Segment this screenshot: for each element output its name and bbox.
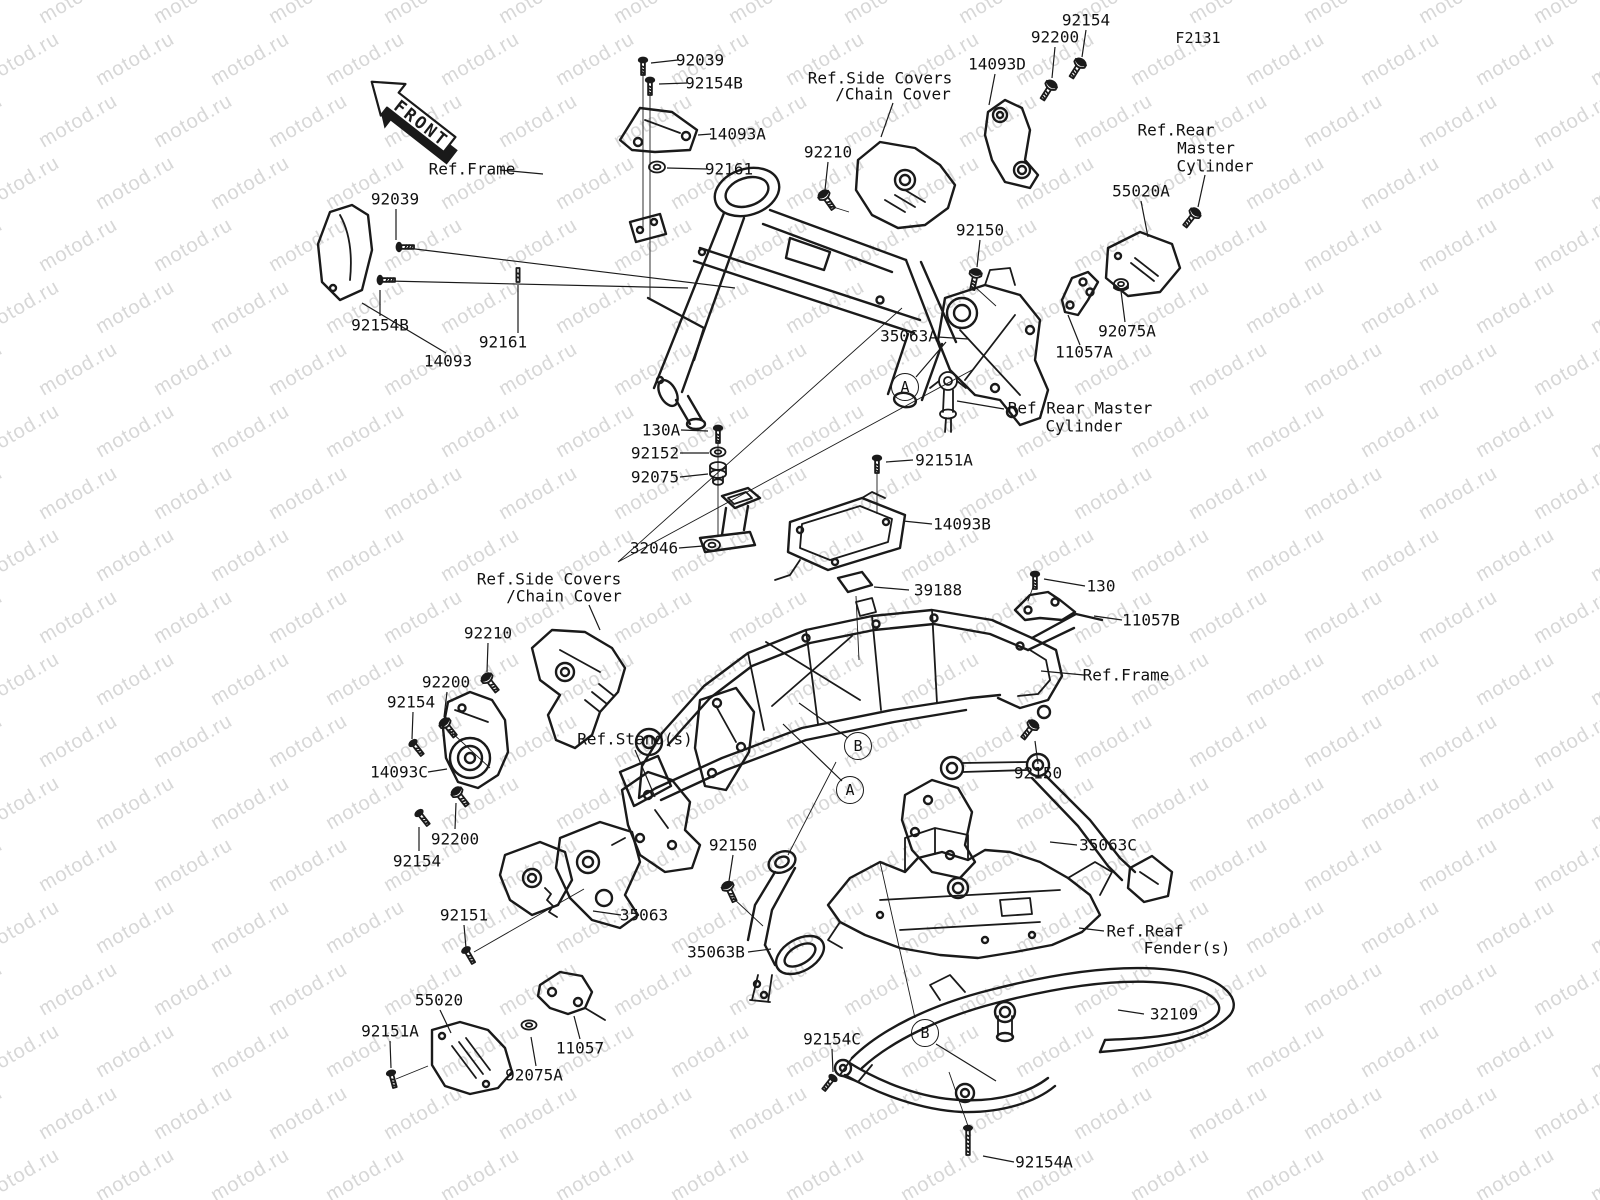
part-number-label: 130A	[641, 420, 681, 440]
front-arrow: FRONT	[354, 67, 458, 165]
reference-label: Ref.Frame	[428, 159, 516, 179]
callout-circle-a: A	[836, 776, 864, 804]
frame-top-left-sketch	[630, 160, 956, 429]
guard-55020a-sketch	[1106, 232, 1180, 296]
part-number-label: 92151A	[361, 1021, 419, 1041]
part-number-label: 92151A	[915, 450, 973, 470]
part-number-label: 92154B	[685, 73, 743, 93]
reference-label: Ref.Stand(s)	[577, 729, 693, 749]
part-number-label: 130	[1086, 576, 1116, 596]
reference-label: Ref.Rear	[1137, 120, 1215, 140]
part-number-label: 92075	[630, 467, 680, 487]
part-number-label: 14093	[423, 351, 473, 371]
reference-label: Master	[1177, 138, 1235, 158]
reference-label: /Chain Cover	[835, 84, 951, 104]
grab-bar-32109-sketch	[840, 968, 1234, 1082]
part-number-label: 92154B	[351, 315, 409, 335]
master-cylinder-35063a-sketch	[938, 268, 1048, 425]
part-number-label: 92150	[708, 835, 758, 855]
part-number-label: 35063	[619, 905, 669, 925]
part-number-label: 92075A	[1098, 321, 1156, 341]
stay-sketch	[835, 1060, 1055, 1112]
part-number-label: 92039	[370, 189, 420, 209]
part-number-label: 92210	[463, 623, 513, 643]
part-number-label: 92150	[955, 220, 1005, 240]
reference-label: Ref.Rear Master	[1007, 398, 1153, 418]
part-number-label: 11057A	[1055, 342, 1113, 362]
reference-label: /Chain Cover	[506, 586, 622, 606]
part-number-label: 92161	[704, 159, 754, 179]
reference-label: Fender(s)	[1143, 938, 1231, 958]
reference-label: Ref.Side Covers	[807, 68, 953, 88]
part-number-label: 92200	[1030, 27, 1080, 47]
part-number-label: 92154	[386, 692, 436, 712]
part-number-label: 35063B	[687, 942, 745, 962]
reference-label: Ref.Side Covers	[476, 569, 622, 589]
guard-55020-sketch	[432, 1022, 512, 1094]
bracket-14093d-sketch	[985, 100, 1038, 188]
chain-cover-mid-sketch	[532, 630, 625, 748]
part-number-label: 92200	[421, 672, 471, 692]
lever-35063-sketch	[500, 822, 640, 928]
reference-label: Cylinder	[1176, 156, 1254, 176]
pedal-35063b-sketch	[748, 847, 831, 1002]
part-number-label: 14093D	[968, 54, 1026, 74]
rear-fender-sketch	[828, 828, 1112, 958]
part-number-label: 92154C	[803, 1029, 861, 1049]
sheet-code: F2131	[1175, 29, 1221, 47]
part-number-label: 92154A	[1015, 1152, 1073, 1172]
part-number-label: 35063A	[880, 326, 938, 346]
cover-14093c-sketch	[443, 692, 508, 788]
part-number-label: 35063C	[1079, 835, 1137, 855]
callout-circle-b: B	[844, 732, 872, 760]
part-number-label: 11057	[555, 1038, 605, 1058]
bracket-11057-sketch	[538, 972, 605, 1020]
cover-14093-sketch	[318, 205, 372, 300]
part-number-label: 92039	[675, 50, 725, 70]
part-number-label: 55020	[414, 990, 464, 1010]
reference-label: Cylinder	[1045, 416, 1123, 436]
part-number-label: 92200	[430, 829, 480, 849]
pad-39188-sketch	[838, 572, 872, 592]
part-number-label: 92150	[1013, 763, 1063, 783]
callout-circle-b: B	[911, 1019, 939, 1047]
part-number-label: 11057B	[1122, 610, 1180, 630]
part-number-label: 92154	[392, 851, 442, 871]
leader-lines	[362, 30, 1205, 1162]
part-number-label: 92152	[630, 443, 680, 463]
main-frame-sketch	[620, 598, 1102, 806]
reference-label: Ref.Reaf	[1106, 921, 1184, 941]
damper-bracket-32046-sketch	[700, 488, 760, 552]
strap-11057a-sketch	[1062, 272, 1098, 315]
part-number-label: 14093C	[370, 762, 428, 782]
part-number-label: 92161	[478, 332, 528, 352]
part-number-label: 92210	[803, 142, 853, 162]
part-number-label: 92151	[439, 905, 489, 925]
part-number-label: 32046	[629, 538, 679, 558]
tray-14093b-sketch	[775, 492, 905, 580]
part-number-label: 55020A	[1112, 181, 1170, 201]
bracket-14093a-sketch	[620, 108, 697, 152]
part-number-label: 14093A	[708, 124, 766, 144]
part-number-label: 92075A	[505, 1065, 563, 1085]
part-number-label: 32109	[1149, 1004, 1199, 1024]
part-number-label: 14093B	[933, 514, 991, 534]
reference-label: Ref.Frame	[1082, 665, 1170, 685]
part-number-label: 92154	[1061, 10, 1111, 30]
fasteners	[375, 54, 1204, 1156]
stand-bracket-right-sketch	[902, 780, 975, 878]
part-number-label: 39188	[913, 580, 963, 600]
callout-circle-a: A	[891, 373, 919, 401]
chain-cover-top-sketch	[856, 142, 955, 228]
bracket-11057b-sketch	[1015, 592, 1075, 620]
